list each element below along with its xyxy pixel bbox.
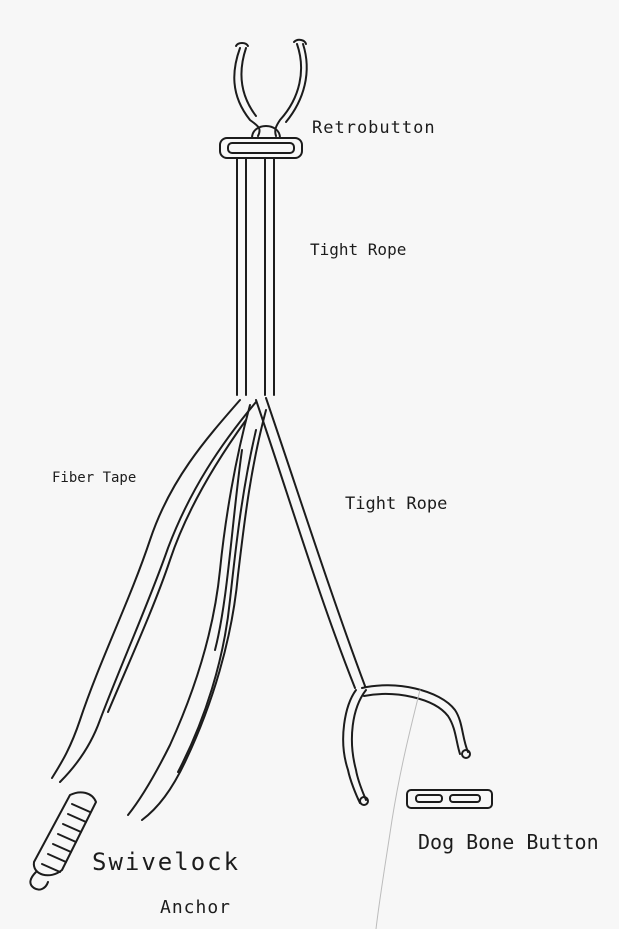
retrobutton-label: Retrobutton [312, 118, 436, 138]
dog-bone-button [407, 790, 492, 808]
swivelock-anchor [30, 792, 96, 889]
retrobutton-plate [220, 138, 302, 158]
tight-rope-lower [256, 398, 470, 805]
dog-bone-button-label: Dog Bone Button [418, 830, 599, 854]
anchor-label: Anchor [160, 897, 231, 918]
tight-rope-lower-label: Tight Rope [345, 494, 447, 514]
paper-crease [376, 690, 420, 929]
tight-rope-upper [237, 158, 274, 395]
swivelock-label: Swivelock [92, 848, 240, 876]
fiber-tape-label: Fiber Tape [52, 470, 136, 486]
fiber-tape [52, 400, 266, 820]
retrobutton-loop [234, 40, 306, 138]
tight-rope-upper-label: Tight Rope [310, 240, 406, 259]
